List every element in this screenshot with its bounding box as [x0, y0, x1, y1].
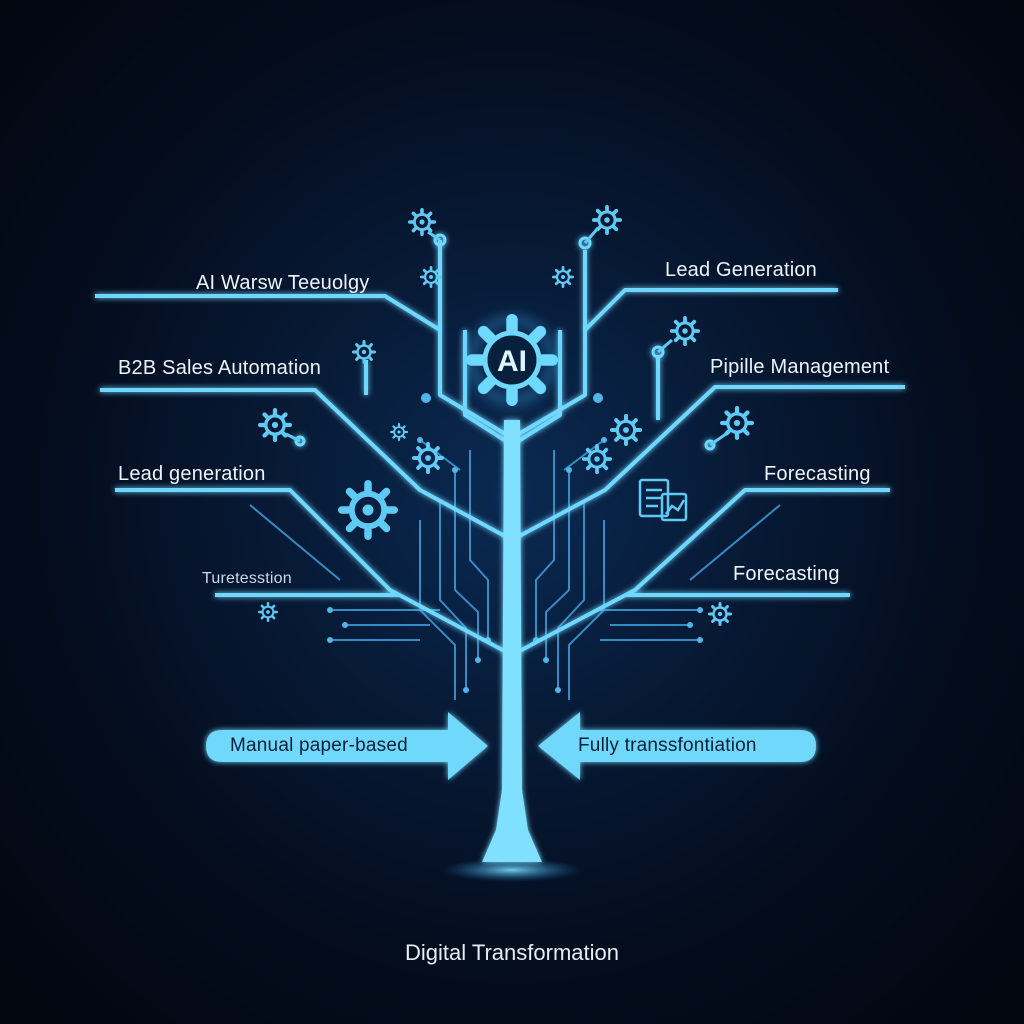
gear-icon [610, 414, 642, 446]
gear-icon [552, 266, 574, 288]
branch-label-top-left: AI Warsw Teeuolgy [196, 272, 370, 294]
branch-label-bottom-right: Forecasting [733, 563, 840, 585]
document-chart-icon [638, 478, 688, 522]
tree-branches [95, 240, 905, 657]
right-arrow-label: Fully transsfontiation [578, 735, 757, 756]
gear-icon [582, 444, 612, 474]
gear-icon [260, 410, 290, 440]
gear-icon [390, 423, 408, 441]
tree-trunk [482, 420, 542, 862]
branch-label-top-right: Lead Generation [665, 259, 818, 281]
ai-gear-badge: AI [472, 320, 553, 401]
gear-icon [412, 442, 444, 474]
gear-icon [670, 316, 700, 346]
branch-label-mid-left: B2B Sales Automation [118, 357, 322, 379]
gear-icon [420, 266, 442, 288]
gear-icon [352, 340, 376, 364]
circuit-nodes [327, 393, 703, 693]
trunk-base-glow [442, 858, 582, 882]
gear-icon [722, 408, 752, 438]
branch-label-mid-right: Pipille Management [710, 356, 890, 378]
circuit-traces [249, 439, 781, 700]
branch-label-bottom-left: Turetesstion [202, 570, 292, 587]
gear-icon [408, 208, 436, 236]
gear-icon [708, 602, 732, 626]
left-arrow-label: Manual paper-based [230, 735, 408, 756]
branch-end-nodes [294, 233, 716, 451]
branch-label-low-right: Forecasting [764, 463, 871, 485]
diagram-footer-title: Digital Transformation [405, 940, 619, 965]
ai-badge-text: AI [497, 345, 527, 378]
right-arrow-shape [538, 712, 816, 780]
gear-icon [258, 602, 278, 622]
gear-icon [342, 484, 395, 537]
left-arrow-shape [206, 712, 488, 780]
branch-label-low-left: Lead generation [118, 463, 266, 485]
